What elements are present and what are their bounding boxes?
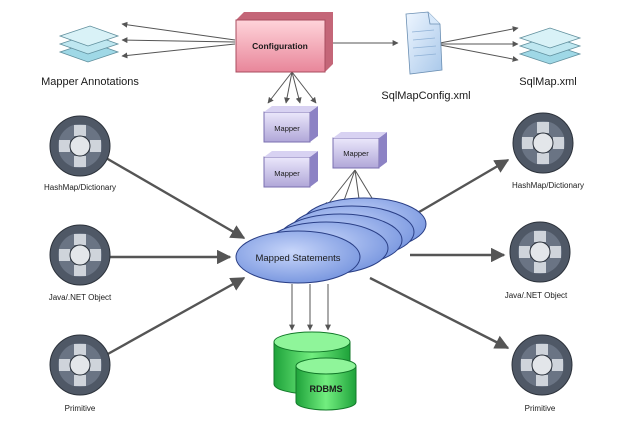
sqlmap-label: SqlMap.xml xyxy=(519,76,576,88)
output-hashmap-wheel-icon xyxy=(512,112,574,174)
input-arrows xyxy=(105,156,246,357)
input-object-wheel-icon xyxy=(49,224,111,286)
db-arrows xyxy=(289,284,331,331)
config-arrows xyxy=(121,21,519,104)
mapper-annotations-icon xyxy=(58,25,120,63)
mapper-box: Mapper xyxy=(263,106,318,143)
mapped-statements-label: Mapped Statements xyxy=(255,253,340,264)
sqlmap-icon xyxy=(518,27,582,65)
configuration-box: Configuration xyxy=(235,12,333,73)
mapper-label: Mapper xyxy=(343,149,369,158)
output-arrows xyxy=(369,158,510,350)
sqlmapconfig-doc-icon xyxy=(405,11,443,75)
output-object-wheel-icon xyxy=(509,221,571,283)
rdbms-label: RDBMS xyxy=(310,384,343,394)
mapped-statements: Mapped Statements xyxy=(235,197,427,284)
mapper-annotations-label: Mapper Annotations xyxy=(41,76,139,88)
mapper-label: Mapper xyxy=(274,124,300,133)
output-primitive-label: Primitive xyxy=(525,404,556,413)
output-hashmap-label: HashMap/Dictionary xyxy=(512,181,584,190)
input-primitive-wheel-icon xyxy=(49,334,111,396)
input-object-label: Java/.NET Object xyxy=(49,293,112,302)
input-hashmap-wheel-icon xyxy=(49,115,111,177)
input-hashmap-label: HashMap/Dictionary xyxy=(44,183,116,192)
output-object-label: Java/.NET Object xyxy=(505,291,568,300)
sqlmapconfig-label: SqlMapConfig.xml xyxy=(381,90,470,102)
configuration-label: Configuration xyxy=(252,41,308,51)
mapper-box: Mapper xyxy=(263,151,318,188)
input-primitive-label: Primitive xyxy=(65,404,96,413)
mapper-box: Mapper xyxy=(332,132,387,169)
output-primitive-wheel-icon xyxy=(511,334,573,396)
mapper-label: Mapper xyxy=(274,169,300,178)
rdbms-icon: RDBMS xyxy=(273,331,357,411)
